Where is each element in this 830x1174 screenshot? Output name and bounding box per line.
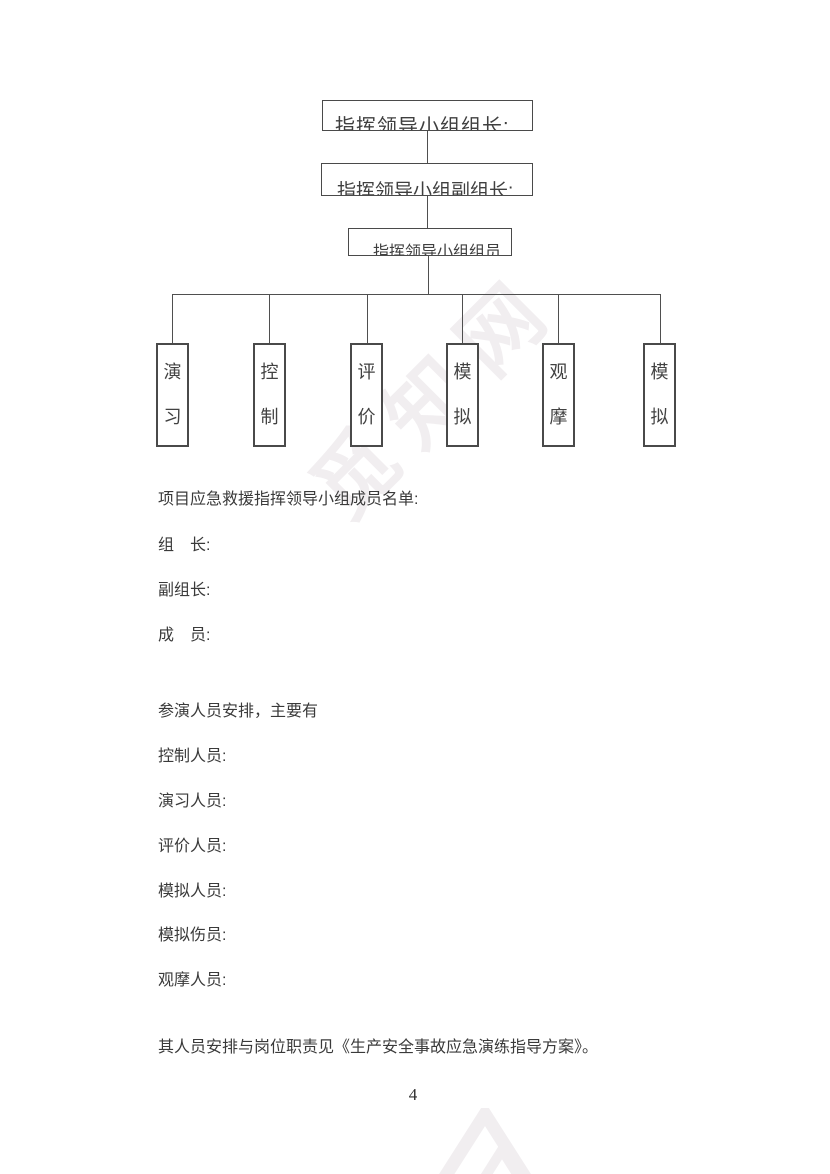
connector-line [172, 294, 174, 343]
role-box-simulation: 模拟 [446, 343, 479, 447]
org-chart-leader-label: 指挥领导小组组长: [335, 116, 510, 131]
org-chart-leader-box: 指挥领导小组组长: [322, 100, 533, 131]
org-chart: 指挥领导小组组长: 指挥领导小组副组长: 指挥领导小组组员 演习 控制 评价 模… [0, 0, 830, 470]
role-box-label: 控制 [260, 362, 279, 427]
roster-title: 项目应急救援指挥领导小组成员名单: [158, 491, 419, 508]
connector-line [269, 294, 271, 343]
connector-line [462, 294, 464, 343]
closing-sentence: 其人员安排与岗位职责见《生产安全事故应急演练指导方案》。 [158, 1039, 599, 1056]
participants-line-drill: 演习人员: [158, 793, 227, 810]
role-box-label: 演习 [163, 362, 182, 427]
org-chart-member-box: 指挥领导小组组员 [348, 228, 512, 256]
role-box-evaluation: 评价 [350, 343, 383, 447]
role-box-label: 观摩 [549, 362, 568, 427]
role-box-simulation2: 模拟 [643, 343, 676, 447]
role-box-label: 模拟 [453, 362, 472, 427]
connector-line [558, 294, 560, 343]
org-chart-member-label: 指挥领导小组组员 [373, 244, 502, 256]
role-box-control: 控制 [253, 343, 286, 447]
connector-line [427, 196, 429, 228]
connector-line [367, 294, 369, 343]
participants-line-mock-casualty: 模拟伤员: [158, 927, 227, 944]
roster-member-line: 成 员: [158, 627, 211, 644]
participants-line-simulation: 模拟人员: [158, 883, 227, 900]
role-box-observation: 观摩 [542, 343, 575, 447]
roster-deputy-line: 副组长: [158, 582, 211, 599]
connector-line [427, 131, 429, 163]
participants-line-evaluation: 评价人员: [158, 838, 227, 855]
connector-line [428, 256, 430, 294]
role-box-label: 模拟 [650, 362, 669, 427]
role-box-drill: 演习 [156, 343, 189, 447]
connector-line [660, 294, 662, 343]
participants-intro: 参演人员安排，主要有 [158, 703, 319, 720]
role-box-label: 评价 [357, 362, 376, 427]
participants-line-observer: 观摩人员: [158, 972, 227, 989]
page-number: 4 [408, 1085, 418, 1104]
org-chart-deputy-box: 指挥领导小组副组长: [321, 163, 533, 196]
connector-line [172, 294, 661, 296]
watermark-logo-icon [398, 1101, 573, 1174]
roster-leader-line: 组 长: [158, 537, 211, 554]
participants-line-control: 控制人员: [158, 748, 227, 765]
org-chart-deputy-label: 指挥领导小组副组长: [337, 181, 514, 196]
